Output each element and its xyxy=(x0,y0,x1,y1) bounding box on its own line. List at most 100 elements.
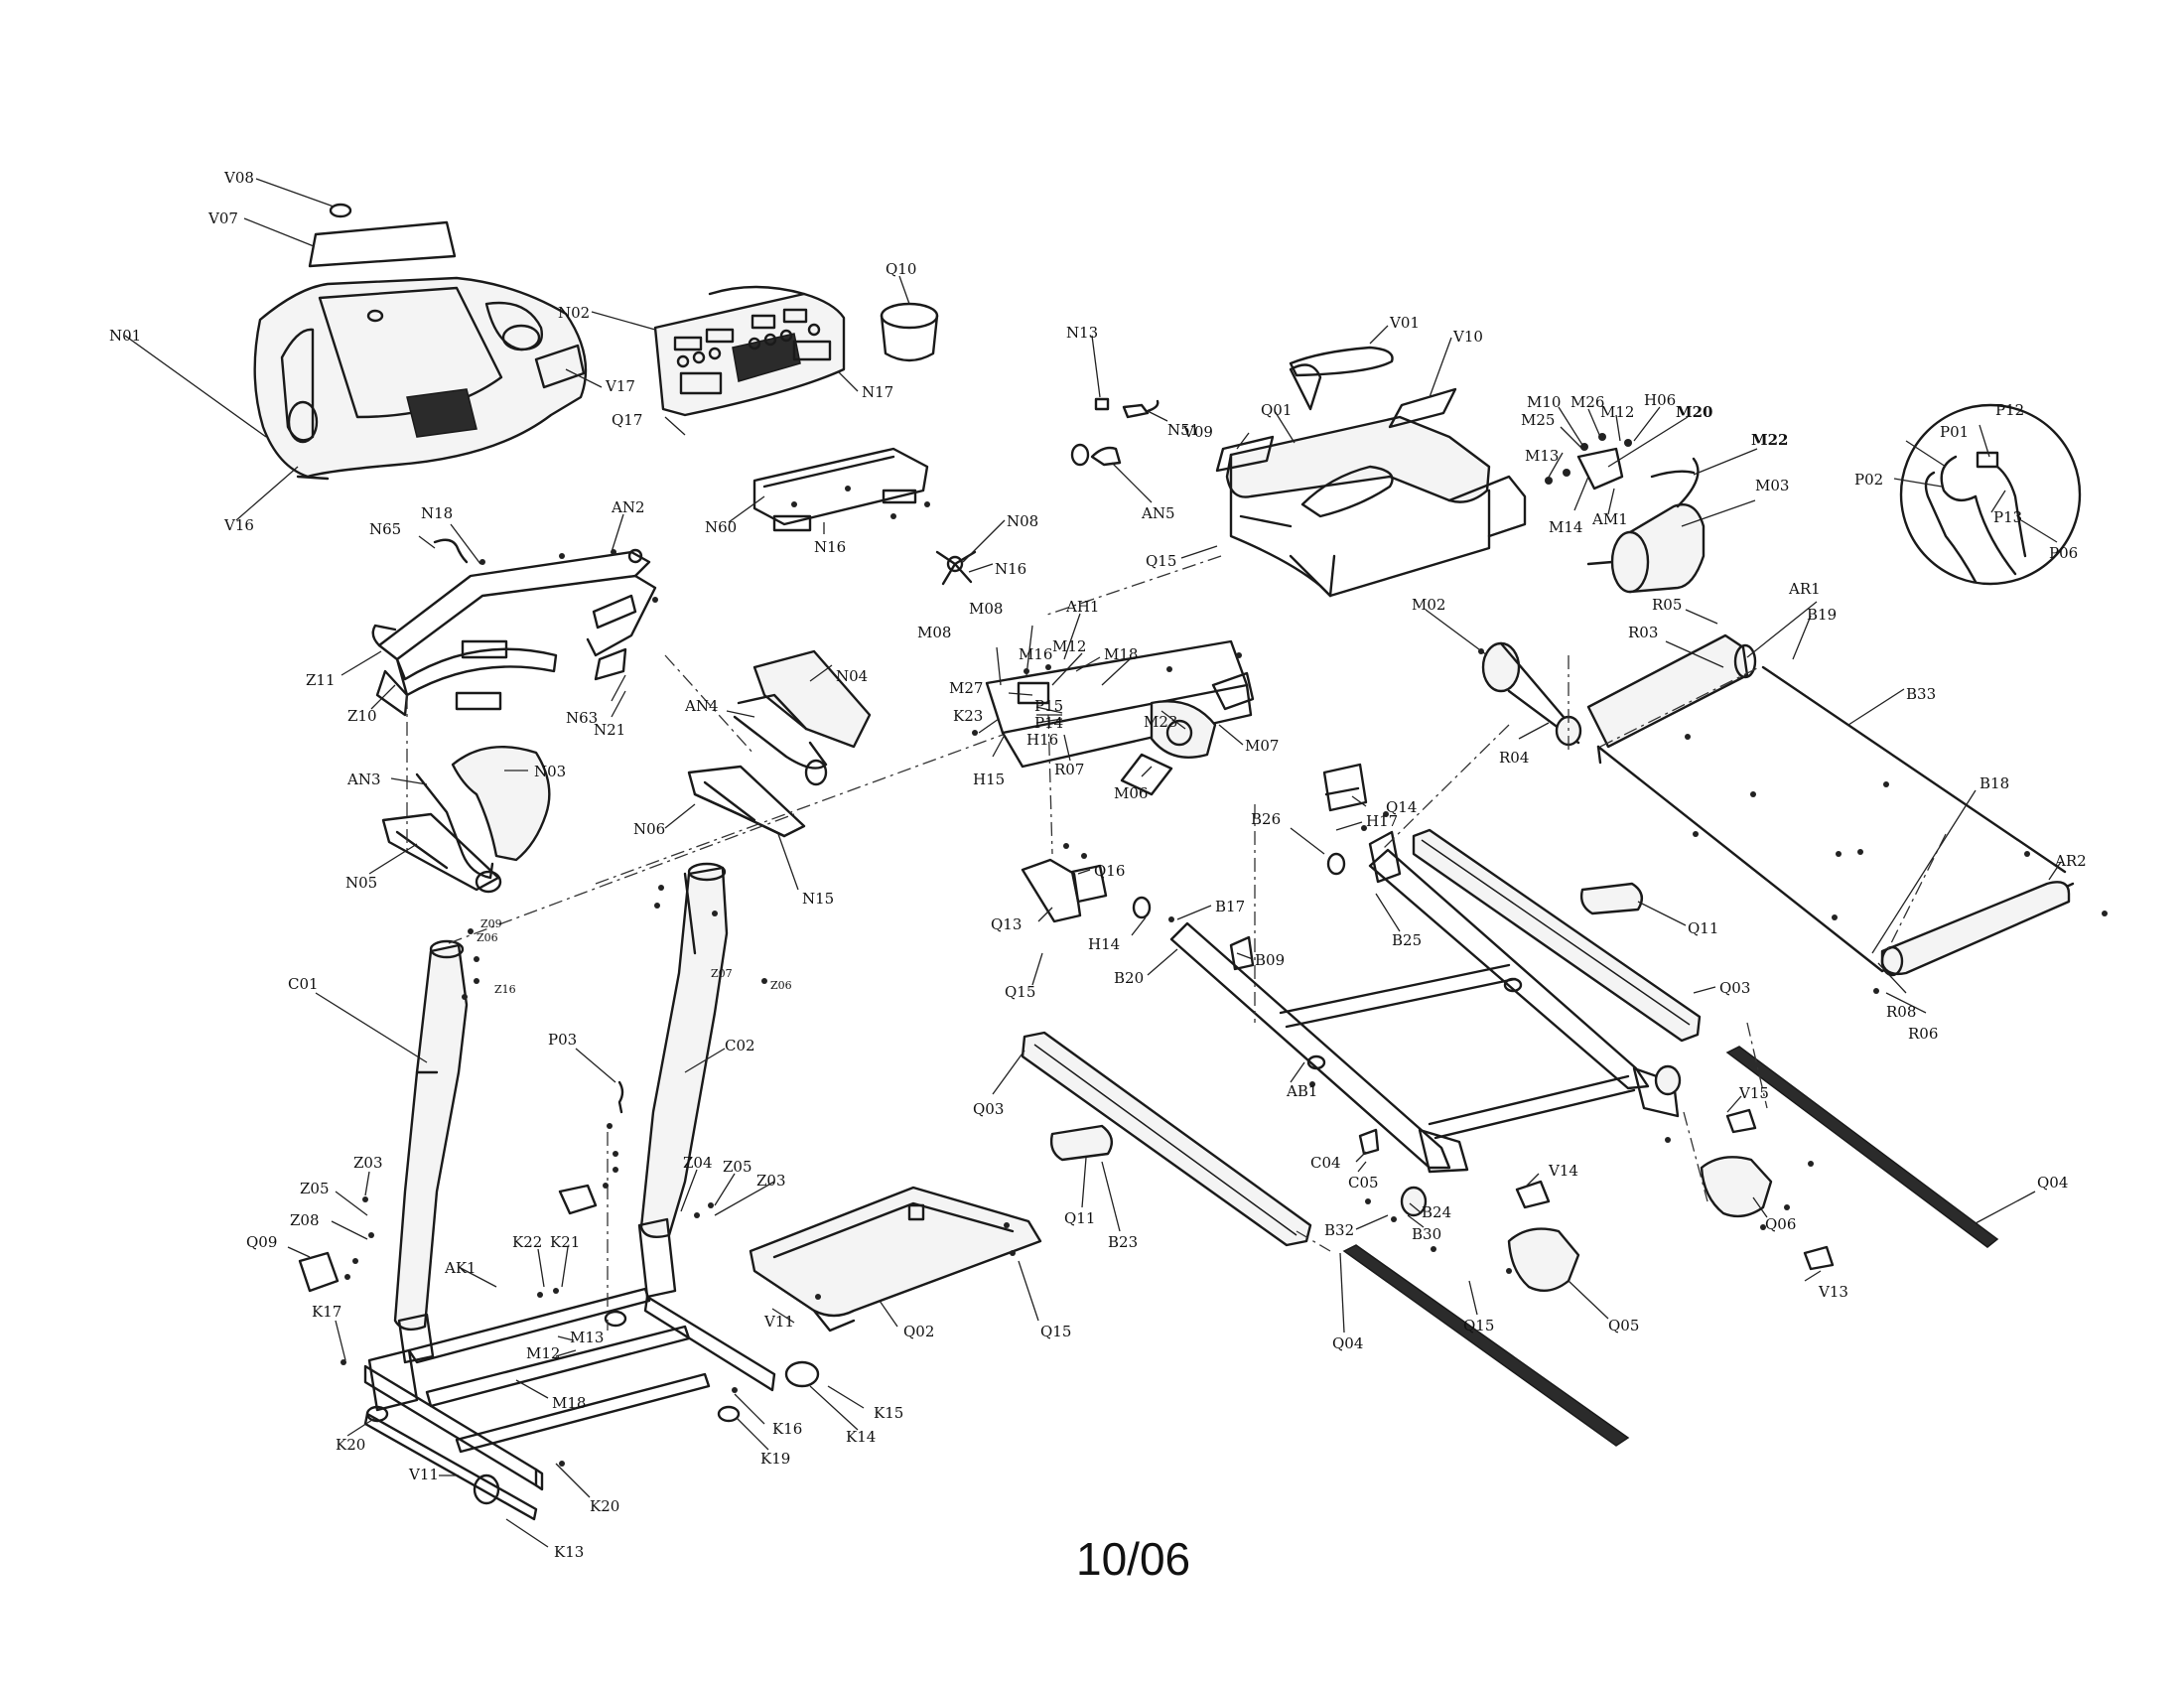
label-N17: N17 xyxy=(862,383,893,401)
console-display-part xyxy=(653,285,846,417)
label-M16: M16 xyxy=(1019,645,1052,663)
label-P13: P13 xyxy=(1993,508,2022,526)
label-AR1: AR1 xyxy=(1788,580,1821,598)
label-Q09: Q09 xyxy=(246,1233,277,1251)
label-B09: B09 xyxy=(1255,951,1285,969)
label-P01: P01 xyxy=(1940,423,1969,441)
label-Z03a: Z03 xyxy=(353,1154,383,1172)
label-Q10: Q10 xyxy=(886,260,916,278)
label-P06: P06 xyxy=(2049,544,2078,562)
label-K13: K13 xyxy=(554,1543,584,1561)
label-Z03b: Z03 xyxy=(756,1172,786,1190)
label-P02: P02 xyxy=(1854,471,1883,489)
label-M27: M27 xyxy=(949,679,983,697)
label-V15: V15 xyxy=(1738,1084,1769,1102)
wire-parts xyxy=(1070,397,1160,467)
label-N04: N04 xyxy=(836,667,868,685)
label-M10: M10 xyxy=(1527,393,1561,411)
safety-key-detail-part xyxy=(1899,403,2082,586)
label-Q13: Q13 xyxy=(991,915,1022,933)
label-M03: M03 xyxy=(1755,477,1789,494)
label-N15: N15 xyxy=(802,890,834,908)
label-Q04a: Q04 xyxy=(2037,1174,2068,1192)
grip-cover-part xyxy=(381,765,806,892)
label-N03: N03 xyxy=(534,763,566,780)
label-M13a: M13 xyxy=(1525,447,1559,465)
label-N08: N08 xyxy=(1007,512,1038,530)
motor-mount-part xyxy=(1545,433,1632,491)
label-B33: B33 xyxy=(1906,685,1936,703)
label-N63: N63 xyxy=(566,709,598,727)
screws xyxy=(341,486,2108,1467)
label-H16: H16 xyxy=(1026,731,1058,749)
label-M13b: M13 xyxy=(570,1329,604,1346)
label-B20: B20 xyxy=(1114,969,1144,987)
label-M08b: M08 xyxy=(917,624,951,641)
label-P03: P03 xyxy=(548,1031,577,1049)
base-frame-part xyxy=(363,1217,776,1521)
label-B26: B26 xyxy=(1251,810,1281,828)
upright-right-part xyxy=(639,862,729,1238)
side-rail-part xyxy=(1021,828,1702,1247)
motor-part xyxy=(1586,457,1706,594)
label-P14: P14 xyxy=(1034,714,1063,732)
label-Q15d: Q15 xyxy=(1463,1317,1494,1334)
label-H15: H15 xyxy=(973,771,1005,788)
label-Z06a: Z06 xyxy=(477,931,498,944)
hood-base-part xyxy=(749,1186,1042,1333)
label-R08: R08 xyxy=(1886,1003,1916,1021)
label-C01: C01 xyxy=(288,975,319,993)
label-Z07: Z07 xyxy=(711,967,733,980)
label-H17: H17 xyxy=(1366,812,1398,830)
label-P12: P12 xyxy=(1995,401,2024,419)
label-Q03b: Q03 xyxy=(973,1100,1004,1118)
label-N16a: N16 xyxy=(814,538,846,556)
label-K17: K17 xyxy=(312,1303,341,1321)
label-K20b: K20 xyxy=(590,1497,619,1515)
label-K14: K14 xyxy=(846,1428,876,1446)
label-AB1: AB1 xyxy=(1286,1082,1317,1100)
label-Q11a: Q11 xyxy=(1688,919,1718,937)
assembly-lines xyxy=(406,555,1947,1331)
label-Z05b: Z05 xyxy=(723,1158,752,1176)
label-plate-part xyxy=(1289,346,1394,377)
label-Z05a: Z05 xyxy=(300,1180,330,1197)
label-V07: V07 xyxy=(207,210,238,227)
label-Q15b: Q15 xyxy=(1005,983,1035,1001)
label-AM1: AM1 xyxy=(1591,510,1628,528)
label-C02: C02 xyxy=(725,1037,755,1054)
label-K19: K19 xyxy=(760,1450,790,1468)
label-K16: K16 xyxy=(772,1420,802,1438)
label-K20a: K20 xyxy=(336,1436,365,1454)
label-H06: H06 xyxy=(1644,391,1676,409)
label-C04: C04 xyxy=(1310,1154,1341,1172)
end-cap-part xyxy=(298,1184,820,1505)
label-AN5: AN5 xyxy=(1141,504,1175,522)
label-Q03a: Q03 xyxy=(1719,979,1750,997)
label-Z06b: Z06 xyxy=(770,979,792,992)
label-Z10: Z10 xyxy=(347,707,377,725)
label-B25: B25 xyxy=(1392,931,1422,949)
label-R06: R06 xyxy=(1908,1025,1938,1043)
fan-part xyxy=(935,550,977,586)
label-K15: K15 xyxy=(874,1404,903,1422)
bracket-part xyxy=(1021,763,1380,1156)
label-AN3: AN3 xyxy=(346,771,381,788)
label-V16: V16 xyxy=(223,516,254,534)
label-M12c: M12 xyxy=(526,1344,560,1362)
wire-part xyxy=(433,538,469,564)
rear-end-cap-part xyxy=(1507,1108,1835,1293)
label-C05: C05 xyxy=(1348,1174,1379,1192)
label-B32: B32 xyxy=(1324,1221,1354,1239)
wire-part xyxy=(617,1080,624,1114)
console-cover-part xyxy=(253,203,588,481)
label-V08: V08 xyxy=(223,169,254,187)
label-N13: N13 xyxy=(1066,324,1098,342)
label-Z11: Z11 xyxy=(306,671,336,689)
label-M23: M23 xyxy=(1144,713,1177,731)
label-K23: K23 xyxy=(953,707,983,725)
label-V09: V09 xyxy=(1182,423,1213,441)
label-Z09: Z09 xyxy=(480,917,502,930)
label-V13: V13 xyxy=(1818,1283,1848,1301)
hand-grip-part xyxy=(733,649,872,786)
